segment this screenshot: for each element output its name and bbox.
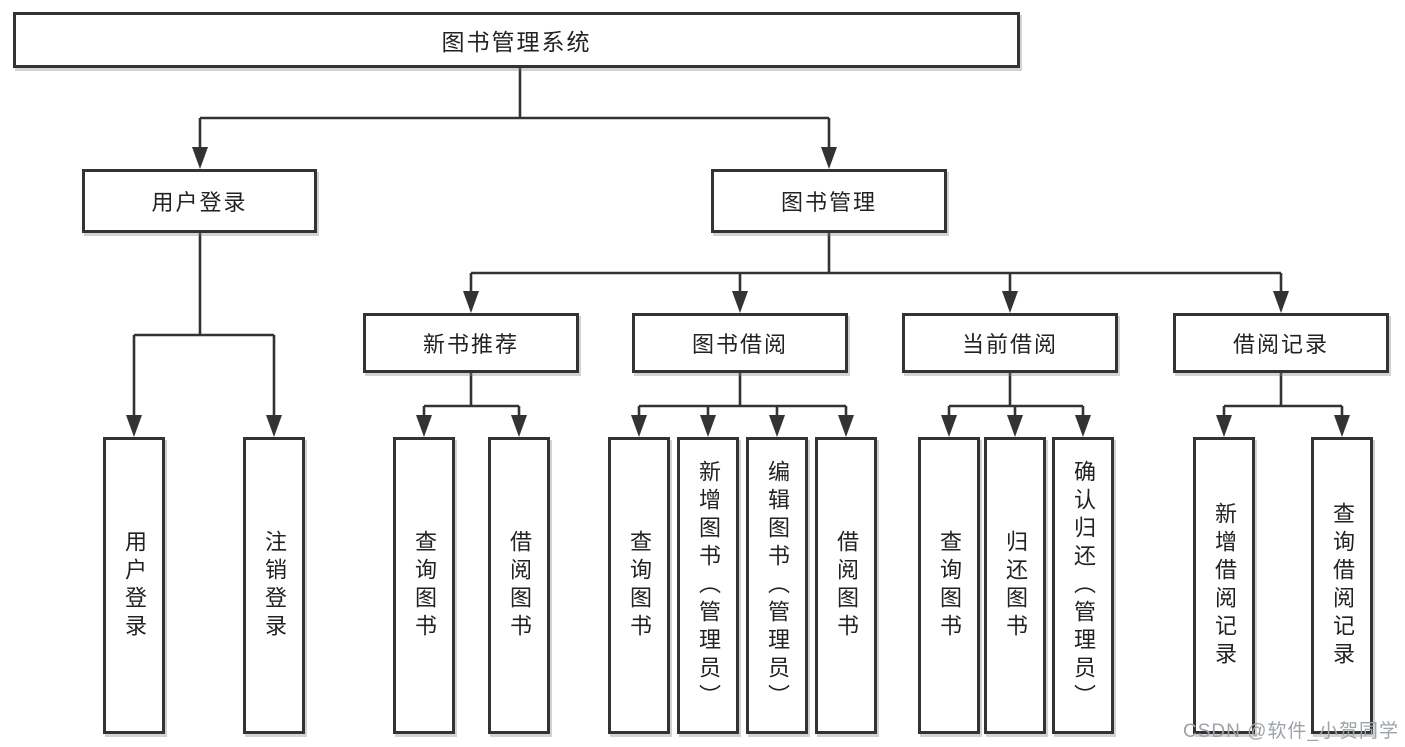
arrowhead	[700, 415, 716, 437]
node-current-borrowing: 当前借阅	[902, 313, 1118, 373]
node-user-login: 用户登录	[82, 169, 317, 233]
leaf-logout: 注销登录	[243, 437, 305, 734]
leaf-borrow-books: 借阅图书	[815, 437, 877, 734]
leaf-query-books-borrowing: 查询图书	[608, 437, 670, 734]
leaf-query-books-recommendation: 查询图书	[393, 437, 455, 734]
leaf-query-borrow-record: 查询借阅记录	[1311, 437, 1373, 734]
arrowhead	[192, 147, 208, 169]
leaf-confirm-return-admin: 确认归还（管理员）	[1052, 437, 1114, 734]
leaf-borrow-books-recommendation: 借阅图书	[488, 437, 550, 734]
arrowhead	[1002, 291, 1018, 313]
arrowhead	[463, 291, 479, 313]
node-new-book-recommendation: 新书推荐	[363, 313, 579, 373]
arrowhead	[266, 415, 282, 437]
csdn-watermark: CSDN @软件_小贺同学	[1183, 721, 1399, 742]
arrowhead	[1334, 415, 1350, 437]
node-borrowing-records: 借阅记录	[1173, 313, 1389, 373]
arrowhead	[821, 147, 837, 169]
leaf-add-borrow-record: 新增借阅记录	[1193, 437, 1255, 734]
arrowhead	[732, 291, 748, 313]
leaf-return-books: 归还图书	[984, 437, 1046, 734]
arrowhead	[416, 415, 432, 437]
node-library-management-system: 图书管理系统	[13, 12, 1020, 68]
arrowhead	[1273, 291, 1289, 313]
arrowhead	[769, 415, 785, 437]
leaf-edit-books-admin: 编辑图书（管理员）	[746, 437, 808, 734]
arrowhead	[1216, 415, 1232, 437]
arrowhead	[838, 415, 854, 437]
arrowhead	[1007, 415, 1023, 437]
node-book-borrowing: 图书借阅	[632, 313, 848, 373]
leaf-query-books-current: 查询图书	[918, 437, 980, 734]
arrowhead	[1075, 415, 1091, 437]
leaf-user-login: 用户登录	[103, 437, 165, 734]
arrowhead	[941, 415, 957, 437]
node-book-management: 图书管理	[711, 169, 947, 233]
arrowhead	[126, 415, 142, 437]
arrowhead	[631, 415, 647, 437]
leaf-add-books-admin: 新增图书（管理员）	[677, 437, 739, 734]
arrowhead	[511, 415, 527, 437]
